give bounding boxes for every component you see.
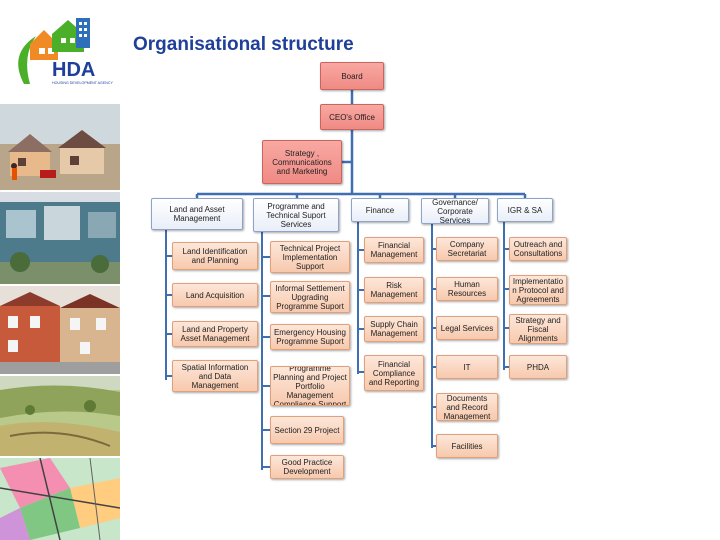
unit-technical-project-implementation: Technical Project Implementation Support — [270, 241, 350, 273]
division-programme-technical-support: Programme and Technical Suport Services — [253, 198, 339, 232]
unit-land-property-asset-management: Land and Property Asset Management — [172, 321, 258, 347]
page-title: Organisational structure — [133, 34, 354, 55]
photo-strip — [0, 104, 120, 540]
unit-strategy-fiscal-alignments: Strategy and Fiscal Alignments — [509, 314, 567, 344]
unit-section-29-project: Section 29 Project — [270, 416, 344, 444]
unit-risk-management: Risk Management — [364, 277, 424, 303]
unit-implementation-protocol: Implementatio n Protocol and Agreements — [509, 275, 567, 305]
division-finance: Finance — [351, 198, 409, 222]
unit-company-secretariat: Company Secretariat — [436, 237, 498, 261]
landscape-photo — [0, 376, 120, 456]
housing-photo — [0, 286, 120, 374]
unit-human-resources: Human Resources — [436, 277, 498, 301]
unit-land-identification: Land Identification and Planning — [172, 242, 258, 270]
division-governance-corporate-services: Governance/ Corporate Services — [421, 198, 489, 224]
unit-spatial-information: Spatial Information and Data Management — [172, 360, 258, 392]
unit-financial-management: Financial Management — [364, 237, 424, 263]
map-photo — [0, 458, 120, 540]
division-land-asset-management: Land and Asset Management — [151, 198, 243, 230]
unit-land-acquisition: Land Acquisition — [172, 283, 258, 307]
unit-emergency-housing: Emergency Housing Programme Suport — [270, 324, 350, 350]
hda-logo: HDA HOUSING DEVELOPMENT AGENCY — [6, 14, 122, 88]
unit-supply-chain-management: Supply Chain Management — [364, 316, 424, 342]
division-igr-sa: IGR & SA — [497, 198, 553, 222]
unit-documents-record-management: Documents and Record Management — [436, 393, 498, 421]
hda-logo-graphic: HDA HOUSING DEVELOPMENT AGENCY — [18, 18, 113, 85]
logo-tagline: HOUSING DEVELOPMENT AGENCY — [52, 81, 113, 85]
unit-legal-services: Legal Services — [436, 316, 498, 340]
unit-phda: PHDA — [509, 355, 567, 379]
unit-facilities: Facilities — [436, 434, 498, 458]
unit-financial-compliance-reporting: Financial Compliance and Reporting — [364, 355, 424, 391]
strategy-communications-box: Strategy , Communications and Marketing — [262, 140, 342, 184]
unit-it: IT — [436, 355, 498, 379]
unit-programme-planning-portfolio: Programme Planning and Project Portfolio… — [270, 366, 350, 406]
unit-outreach-consultations: Outreach and Consultations — [509, 237, 567, 261]
unit-informal-settlement-upgrading: Informal Settlement Upgrading Programme … — [270, 281, 350, 313]
housing-photo — [0, 104, 120, 190]
ceo-office-box: CEO's Office — [320, 104, 384, 130]
unit-good-practice-development: Good Practice Development — [270, 455, 344, 479]
board-box: Board — [320, 62, 384, 90]
housing-photo — [0, 192, 120, 284]
logo-wordmark: HDA — [52, 59, 95, 81]
